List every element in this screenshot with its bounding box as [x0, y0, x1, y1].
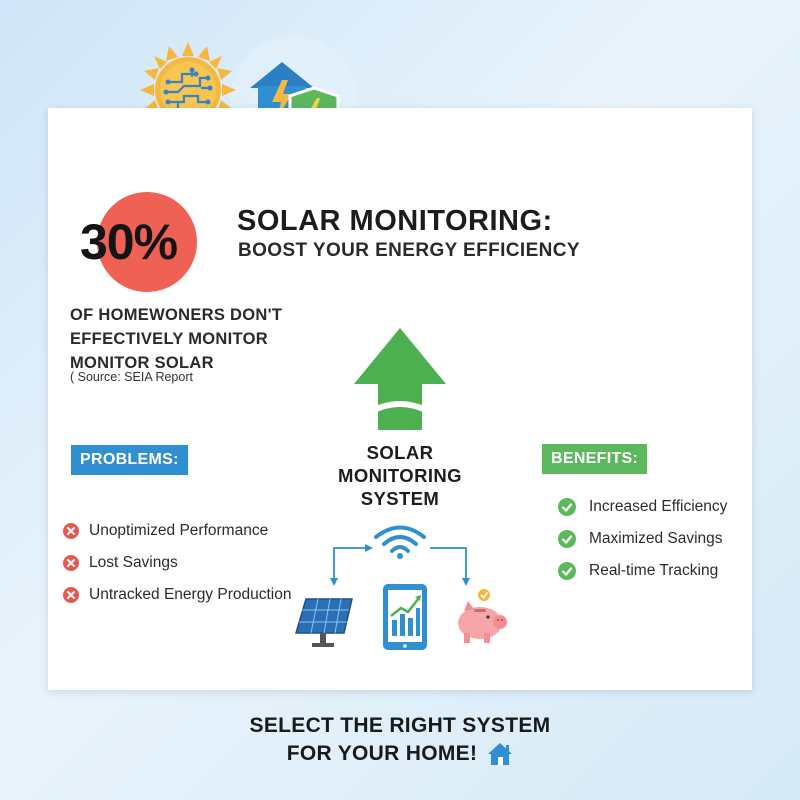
benefit-item-label: Real-time Tracking [589, 562, 719, 579]
cta-line-2-wrap: FOR YOUR HOME! [287, 740, 513, 768]
check-icon [558, 530, 576, 548]
problem-item: Unoptimized Performance [63, 515, 291, 547]
benefit-item: Maximized Savings [558, 523, 727, 555]
system-title-line: MONITORING [338, 465, 462, 486]
x-icon [63, 523, 79, 539]
benefits-list: Increased Efficiency Maximized Savings R… [558, 491, 727, 587]
problem-item: Lost Savings [63, 547, 291, 579]
stat-line: OF HOMEWONERS DON'T [70, 306, 283, 324]
stat-line: EFFECTIVELY MONITOR [70, 330, 268, 348]
call-to-action: SELECT THE RIGHT SYSTEM FOR YOUR HOME! [0, 712, 800, 768]
up-arrow-icon [354, 328, 446, 430]
check-icon [558, 498, 576, 516]
benefit-item-label: Maximized Savings [589, 530, 723, 547]
tablet-chart-icon [383, 584, 427, 650]
benefit-item-label: Increased Efficiency [589, 498, 728, 515]
stat-source: ( Source: SEIA Report [70, 370, 193, 384]
problem-item-label: Untracked Energy Production [89, 586, 292, 603]
system-title-line: SOLAR [366, 442, 434, 463]
solar-panel-icon [294, 598, 353, 647]
problem-item-label: Unoptimized Performance [89, 522, 269, 539]
house-icon [488, 743, 513, 765]
stat-circle [97, 192, 197, 292]
piggy-bank-icon [458, 589, 507, 643]
problems-label: PROBLEMS: [71, 445, 188, 475]
cta-line-2: FOR YOUR HOME! [286, 742, 478, 765]
stat-description: OF HOMEWONERS DON'T EFFECTIVELY MONITOR … [70, 303, 282, 375]
system-title-line: SYSTEM [360, 488, 440, 509]
wifi-icon [374, 525, 426, 559]
problem-item-label: Lost Savings [89, 554, 178, 571]
benefit-item: Increased Efficiency [558, 491, 727, 523]
x-icon [63, 555, 79, 571]
stat-line: MONITOR SOLAR [70, 354, 214, 372]
headline-subtitle: BOOST YOUR ENERGY EFFICIENCY [238, 240, 580, 261]
system-title: SOLAR MONITORING SYSTEM [320, 441, 480, 510]
stat-value: 30% [80, 214, 178, 270]
check-icon [558, 562, 576, 580]
cta-line-1: SELECT THE RIGHT SYSTEM [249, 714, 551, 737]
problem-item: Untracked Energy Production [63, 579, 291, 611]
problems-list: Unoptimized Performance Lost Savings Unt… [63, 515, 291, 611]
headline-title: SOLAR MONITORING: [237, 205, 553, 237]
benefits-label: BENEFITS: [542, 444, 648, 474]
benefit-item: Real-time Tracking [558, 555, 727, 587]
connector-arrows [330, 544, 470, 586]
x-icon [63, 587, 79, 603]
